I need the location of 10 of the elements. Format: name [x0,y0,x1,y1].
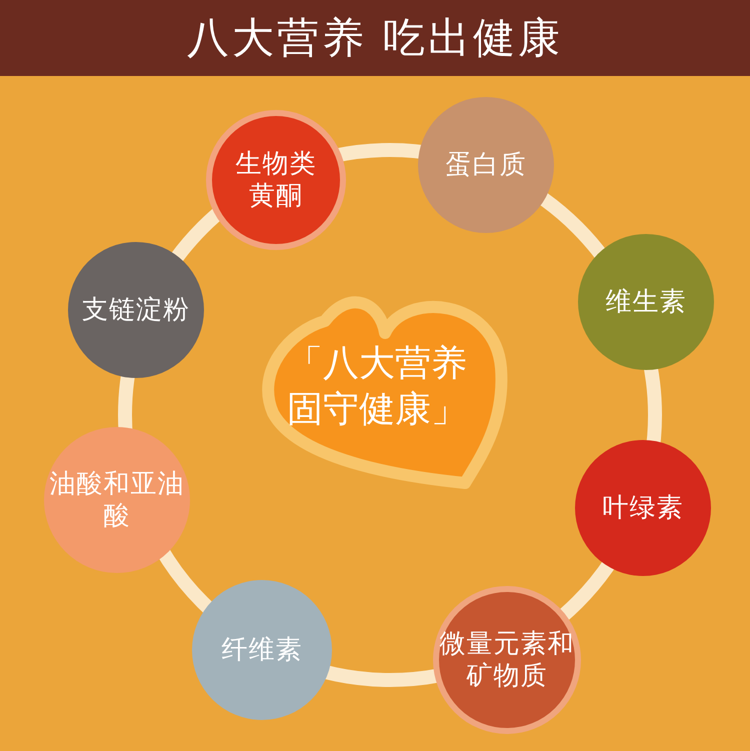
title: 八大营养 吃出健康 [186,12,564,64]
nutrient-label: 叶绿素 [602,492,684,524]
nutrient-label: 蛋白质 [446,149,526,181]
nutrient-label: 维生素 [606,286,686,318]
center-slogan: 「八大营养固守健康」 [287,342,468,432]
nutrient-label: 油酸和亚油酸 [48,468,186,532]
nutrient-label: 微量元素和矿物质 [439,628,575,692]
nutrient-label: 支链淀粉 [82,294,190,326]
nutrient-label: 纤维素 [222,634,302,666]
nutrient-label: 生物类黄酮 [234,148,318,212]
